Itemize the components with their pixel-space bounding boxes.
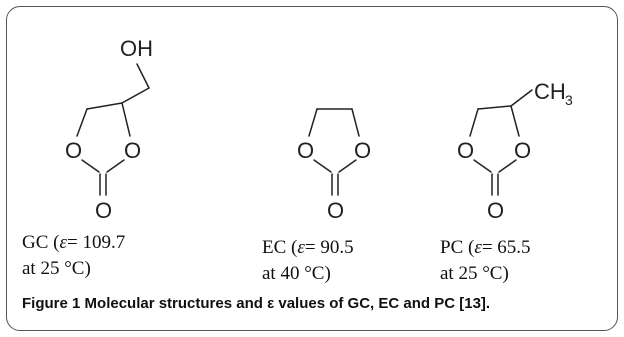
gc-o-carbonyl: O (95, 198, 112, 223)
gc-value: = 109.7 (66, 232, 126, 253)
gc-oh-label: OH (120, 36, 153, 61)
pc-structure: CH 3 O O O (457, 79, 573, 223)
gc-caption-line1: GC (ε= 109.7 (22, 232, 125, 254)
pc-ring-right (510, 105, 520, 137)
gc-epsilon: ε (59, 232, 67, 253)
gc-bond-oh (136, 63, 150, 89)
pc-ch3-subscript: 3 (565, 92, 573, 108)
gc-ring-br (106, 159, 125, 173)
ec-caption-line1: EC (ε= 90.5 (262, 237, 354, 259)
pc-o-right: O (514, 138, 531, 163)
pc-caption-line2: at 25 °C) (440, 263, 509, 284)
ec-ring-bl (313, 159, 332, 173)
gc-ring-top (86, 102, 123, 110)
ec-ring-br (338, 159, 357, 173)
gc-ring-bl (81, 159, 100, 173)
ec-o-carbonyl: O (327, 198, 344, 223)
figure-caption: Figure 1 Molecular structures and ε valu… (22, 295, 490, 312)
ec-ring-left (308, 108, 318, 137)
ec-value: = 90.5 (304, 237, 354, 258)
gc-structure: OH O O O (65, 36, 153, 223)
figure-label: Figure 1 (22, 295, 81, 312)
pc-ring-bl (473, 159, 492, 173)
gc-o-left: O (65, 138, 82, 163)
pc-name: PC ( (440, 237, 475, 258)
ec-epsilon: ε (297, 237, 305, 258)
pc-epsilon: ε (474, 237, 482, 258)
pc-caption-line1: PC (ε= 65.5 (440, 237, 531, 259)
pc-ring-top (477, 105, 512, 110)
gc-bond-ch2 (121, 87, 150, 104)
pc-ring-left (469, 108, 479, 137)
pc-bond-me (510, 89, 533, 107)
gc-o-right: O (124, 138, 141, 163)
ec-structure: O O O (297, 108, 371, 223)
gc-caption-line2: at 25 °C) (22, 258, 91, 279)
ec-caption-line2: at 40 °C) (262, 263, 331, 284)
figure-caption-text: Molecular structures and ε values of GC,… (84, 295, 491, 312)
gc-name: GC ( (22, 232, 60, 253)
ec-ring-right (351, 108, 360, 137)
figure-frame (6, 6, 618, 331)
ec-o-right: O (354, 138, 371, 163)
pc-o-carbonyl: O (487, 198, 504, 223)
ec-o-left: O (297, 138, 314, 163)
pc-ring-br (498, 159, 517, 173)
gc-ring-left (76, 108, 88, 137)
pc-o-left: O (457, 138, 474, 163)
pc-ch-label: CH (534, 79, 566, 104)
pc-value: = 65.5 (481, 237, 531, 258)
ec-name: EC ( (262, 237, 298, 258)
gc-ring-right (121, 102, 131, 137)
